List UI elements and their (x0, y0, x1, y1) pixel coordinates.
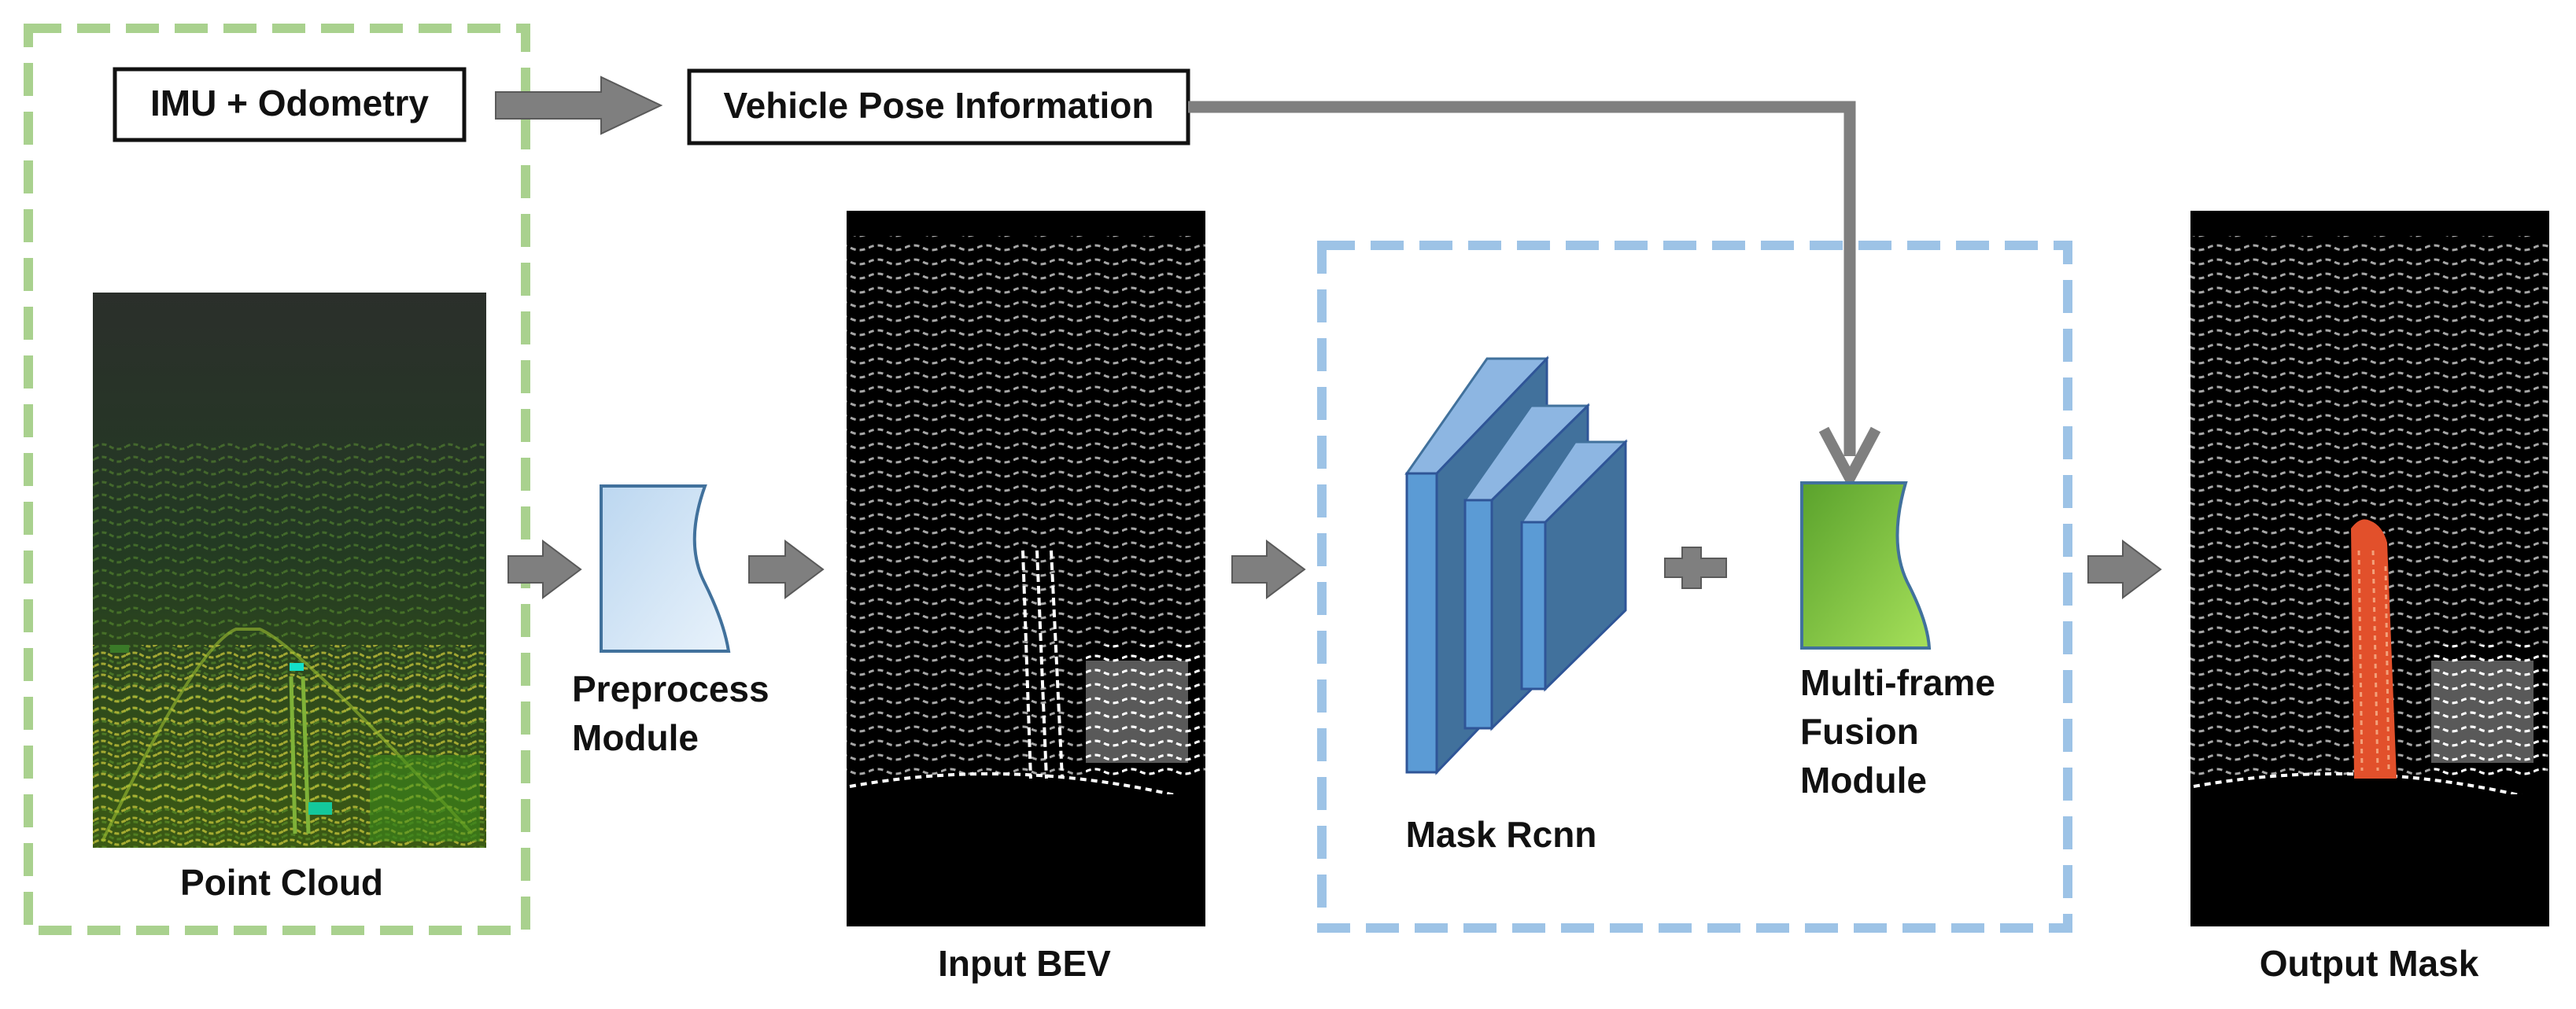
preprocess-module-shape (600, 484, 731, 653)
vehicle-pose-box: Vehicle Pose Information (687, 68, 1190, 145)
mask-rcnn-label: Mask Rcnn (1406, 814, 1597, 855)
preprocess-label-line2: Module (572, 717, 699, 758)
arrow-network-to-output (2087, 539, 2162, 599)
network-group-frame (1317, 241, 2072, 933)
fusion-module-shape (1800, 481, 1932, 650)
input-bev-image (847, 211, 1205, 926)
arrow-pointcloud-to-preprocess (507, 539, 582, 599)
point-cloud-label: Point Cloud (180, 862, 383, 903)
fusion-label-line1: Multi-frame (1800, 662, 1995, 703)
output-mask-image (2190, 211, 2549, 926)
point-cloud-image (93, 293, 486, 848)
arrow-bev-to-network (1231, 539, 1306, 599)
sensor-group-frame (24, 24, 530, 935)
imu-odometry-label: IMU + Odometry (150, 83, 429, 123)
arrow-imu-to-pose (495, 75, 663, 135)
fusion-label-line3: Module (1800, 760, 1927, 801)
imu-odometry-box: IMU + Odometry (113, 67, 467, 142)
detected-trail-mask (2351, 519, 2397, 779)
plus-icon (1664, 547, 1727, 589)
mask-rcnn-layers (1404, 355, 1628, 775)
fusion-label-line2: Fusion (1800, 711, 1919, 752)
arrow-preprocess-to-bev (748, 539, 825, 599)
input-bev-label: Input BEV (938, 943, 1111, 984)
output-mask-label: Output Mask (2260, 943, 2479, 984)
pose-to-fusion-arrowhead (1818, 426, 1881, 490)
vehicle-pose-label: Vehicle Pose Information (723, 85, 1153, 126)
pose-to-fusion-connector (1188, 101, 1856, 456)
preprocess-label-line1: Preprocess (572, 668, 769, 709)
